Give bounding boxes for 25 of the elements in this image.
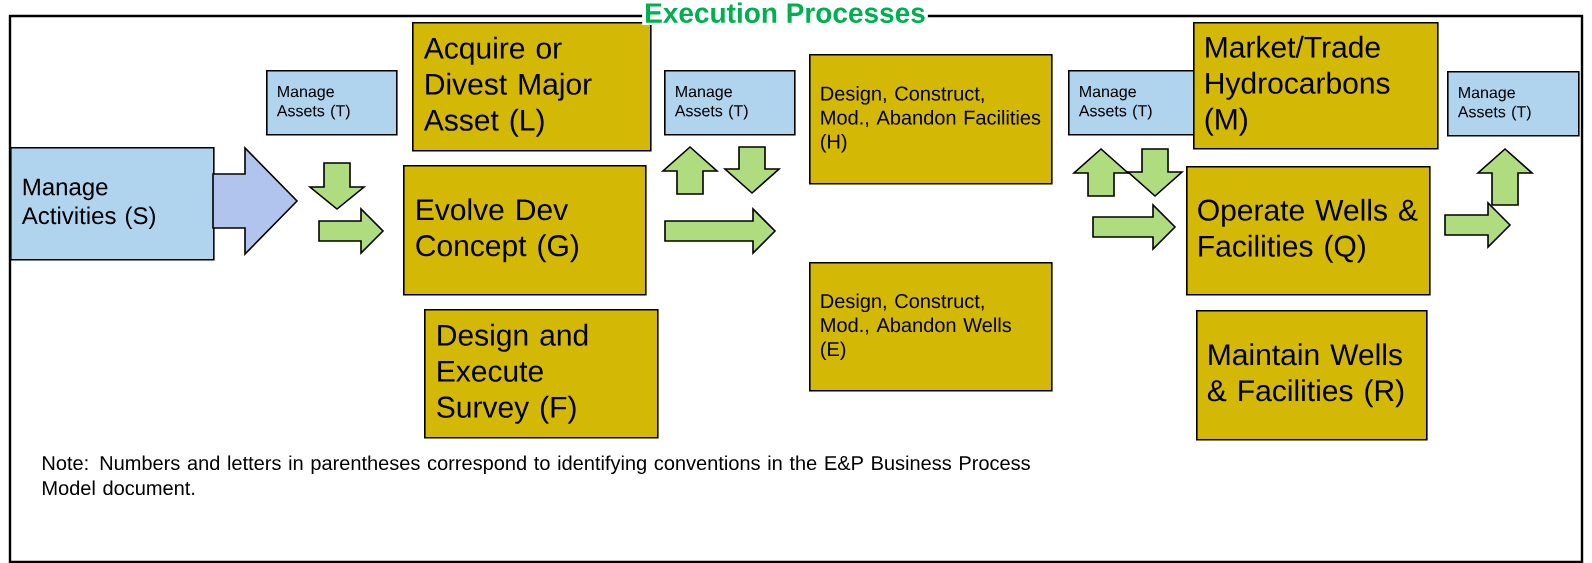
block-arrow	[1444, 201, 1512, 249]
block-arrow	[318, 207, 385, 255]
process-box: Design and Execute Survey (F)	[424, 309, 659, 439]
block-arrow	[1071, 147, 1131, 197]
process-box: Acquire or Divest Major Asset (L)	[412, 22, 652, 152]
activity-box: Manage Activities (S)	[10, 147, 215, 261]
process-box: Maintain Wells & Facilities (R)	[1196, 310, 1428, 441]
block-arrow	[660, 145, 720, 195]
block-arrow	[212, 146, 299, 256]
process-box: Evolve Dev Concept (G)	[403, 165, 647, 296]
process-box: Design, Construct, Mod., Abandon Facilities (H)	[809, 54, 1053, 185]
block-arrow	[307, 162, 367, 211]
title: Execution Processes	[642, 0, 928, 25]
process-box: Design, Construct, Mod., Abandon Wells (E)	[809, 262, 1053, 392]
block-arrow	[1092, 203, 1177, 251]
block-arrow	[1475, 147, 1535, 206]
block-arrow	[664, 207, 777, 255]
block-arrow	[1125, 148, 1185, 198]
block-arrow	[722, 146, 782, 195]
activity-box: Manage Assets (T)	[1068, 70, 1200, 136]
activity-box: Manage Assets (T)	[266, 70, 398, 136]
activity-box: Manage Assets (T)	[1447, 71, 1580, 137]
process-box: Operate Wells & Facilities (Q)	[1186, 166, 1431, 296]
process-box: Market/Trade Hydrocarbons (M)	[1193, 22, 1439, 150]
activity-box: Manage Assets (T)	[664, 70, 796, 136]
